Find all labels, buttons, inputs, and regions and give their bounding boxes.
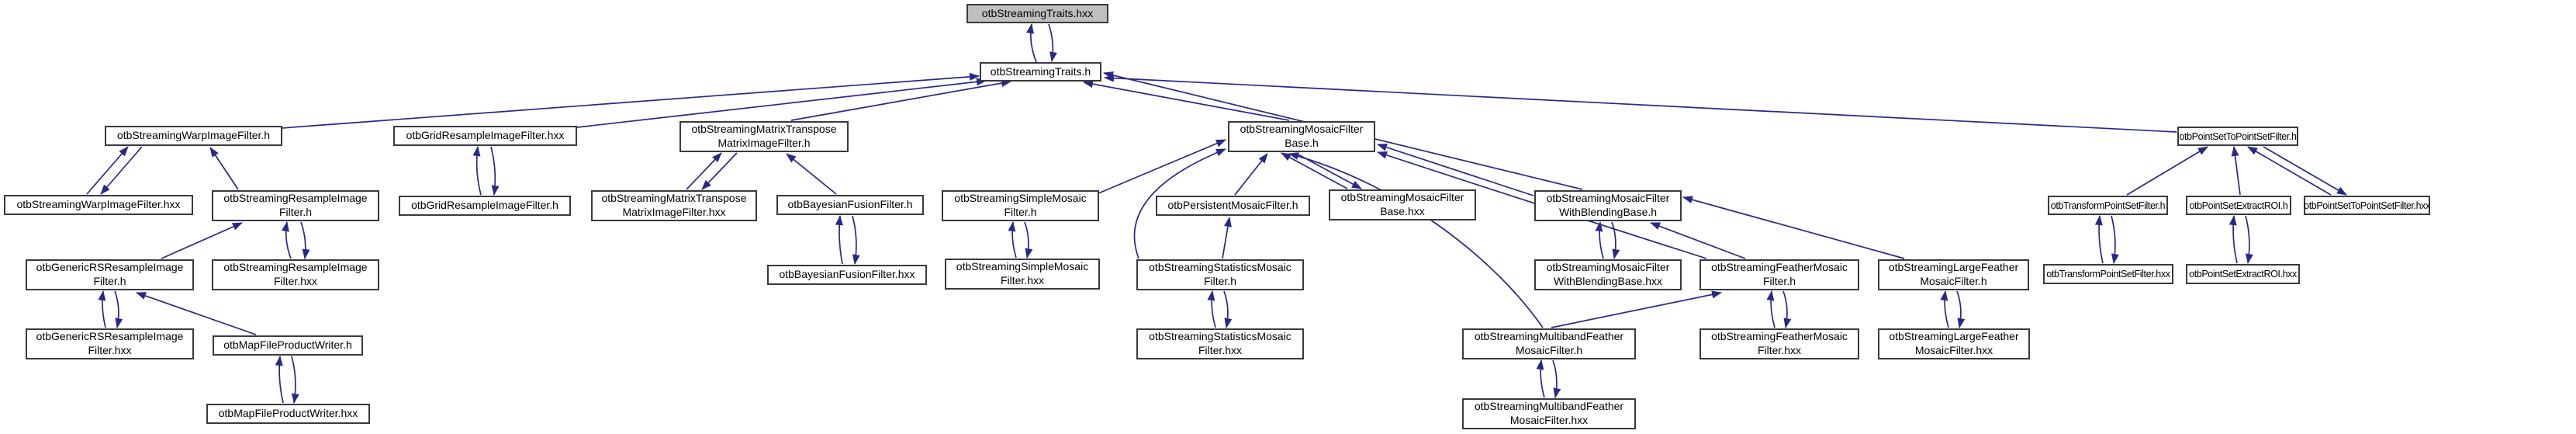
edge-statistics-hxx-to-statistics-h [1207,290,1216,328]
edge-pointset2pointset-h-to-pointset2pointset-hxx [2263,146,2347,196]
edge-multiband-h-to-feather-h [1551,290,1722,328]
edge-statistics-h-to-statistics-hxx [1223,290,1233,328]
edge-matrixtranspose-hxx-to-matrixtranspose-h [686,152,722,190]
node-persistent-h[interactable]: otbPersistentMosaicFilter.h [1156,196,1310,216]
node-multiband-h[interactable]: otbStreamingMultibandFeather MosaicFilte… [1462,328,1636,359]
node-statistics-h[interactable]: otbStreamingStatisticsMosaic Filter.h [1136,259,1304,290]
edge-multiband-h-to-mosaicbase-h [1288,152,1544,328]
edge-pointsetextractroi-hxx-to-pointsetextractroi-h [2228,215,2238,264]
node-genericrs-h[interactable]: otbGenericRSResampleImage Filter.h [26,259,194,290]
edge-bayesian-h-to-bayesian-hxx [852,215,860,265]
node-resample-hxx[interactable]: otbStreamingResampleImage Filter.hxx [212,259,379,290]
node-warp-hxx[interactable]: otbStreamingWarpImageFilter.hxx [4,195,193,215]
edge-bayesian-hxx-to-bayesian-h [835,215,843,265]
node-pointsetextractroi-h[interactable]: otbPointSetExtractROI.h [2186,196,2291,215]
node-pointset2pointset-h[interactable]: otbPointSetToPointSetFilter.h [2177,127,2298,146]
edge-gridresample-hxx-to-gridresample-h [490,146,500,196]
edge-withblending-hxx-to-withblending-h [1595,221,1604,259]
edge-persistent-h-to-mosaicbase-h [1234,153,1268,196]
edge-matrixtranspose-h-to-matrixtranspose-hxx [701,152,738,190]
edge-largefeather-h-to-withblending-h [1682,196,1905,259]
node-simplemosaic-h[interactable]: otbStreamingSimpleMosaic Filter.h [942,190,1099,221]
edge-resample-h-to-warp-h [209,147,239,190]
edge-mapfile-h-to-genericrs-h [136,292,257,335]
edge-mapfile-h-to-mapfile-hxx [291,356,299,404]
edge-largefeather-hxx-to-largefeather-h [1940,290,1949,328]
edge-feather-hxx-to-feather-h [1766,290,1776,328]
node-transformpointset-hxx[interactable]: otbTransformPointSetFilter.hxx [2043,264,2173,284]
node-pointset2pointset-hxx[interactable]: otbPointSetToPointSetFilter.hxx [2304,196,2430,215]
node-mapfile-hxx[interactable]: otbMapFileProductWriter.hxx [206,404,370,424]
node-simplemosaic-hxx[interactable]: otbStreamingSimpleMosaic Filter.hxx [945,259,1100,290]
node-feather-h[interactable]: otbStreamingFeatherMosaic Filter.h [1699,259,1859,290]
node-mosaicbase-h[interactable]: otbStreamingMosaicFilter Base.h [1228,121,1375,152]
edge-transformpointset-hxx-to-transformpointset-h [2094,215,2104,264]
edge-largefeather-h-to-largefeather-hxx [1956,290,1966,328]
node-matrixtranspose-h[interactable]: otbStreamingMatrixTranspose MatrixImageF… [679,121,849,152]
node-traits-h[interactable]: otbStreamingTraits.h [980,62,1101,82]
node-mosaicbase-hxx[interactable]: otbStreamingMosaicFilter Base.hxx [1329,189,1476,220]
node-traits-hxx[interactable]: otbStreamingTraits.hxx [966,4,1108,23]
edge-mosaicbase-hxx-to-mosaicbase-h [1281,152,1348,189]
node-bayesian-hxx[interactable]: otbBayesianFusionFilter.hxx [767,265,927,285]
edge-statistics-h-to-persistent-h [1222,217,1232,259]
edge-genericrs-hxx-to-genericrs-h [98,290,106,328]
edge-warp-h-to-warp-hxx [100,146,143,195]
node-multiband-hxx[interactable]: otbStreamingMultibandFeather MosaicFilte… [1462,398,1636,429]
edge-resample-hxx-to-resample-h [282,221,292,259]
edge-mapfile-hxx-to-mapfile-h [275,356,284,404]
edge-gridresample-hxx-to-traits-h [576,78,987,128]
edge-pointsetextractroi-h-to-pointset2pointset-h [2231,146,2241,196]
node-feather-hxx[interactable]: otbStreamingFeatherMosaic Filter.hxx [1699,328,1859,359]
edge-withblending-h-to-withblending-hxx [1611,221,1620,259]
edge-withblending-h-to-mosaicbase-h [1377,143,1534,196]
node-withblending-hxx[interactable]: otbStreamingMosaicFilter WithBlendingBas… [1534,259,1682,290]
node-bayesian-h[interactable]: otbBayesianFusionFilter.h [776,195,924,215]
edge-statistics-h-to-mosaicbase-h [1133,148,1226,259]
node-withblending-h[interactable]: otbStreamingMosaicFilter WithBlendingBas… [1534,190,1682,221]
edge-traits-h-to-traits-hxx [1026,23,1037,63]
edge-warp-hxx-to-warp-h [86,146,129,195]
edge-pointset2pointset-h-to-traits-h [1104,74,2177,133]
edge-warp-h-to-traits-h [281,72,980,129]
edge-bayesian-h-to-matrixtranspose-h [786,153,837,195]
node-genericrs-hxx[interactable]: otbGenericRSResampleImage Filter.hxx [26,328,194,359]
edge-matrixtranspose-h-to-traits-h [790,79,1011,121]
node-gridresample-h[interactable]: otbGridResampleImageFilter.h [399,196,571,216]
edge-feather-h-to-mosaicbase-h [1377,151,1707,259]
edge-genericrs-h-to-genericrs-hxx [114,290,123,328]
edge-transformpointset-h-to-transformpointset-hxx [2111,215,2119,264]
node-largefeather-hxx[interactable]: otbStreamingLargeFeather MosaicFilter.hx… [1878,328,2030,359]
edge-genericrs-h-to-resample-h [161,222,243,259]
node-gridresample-hxx[interactable]: otbGridResampleImageFilter.hxx [393,126,577,146]
node-mapfile-h[interactable]: otbMapFileProductWriter.h [213,335,363,356]
edge-simplemosaic-h-to-simplemosaic-hxx [1024,221,1033,259]
edge-multiband-hxx-to-multiband-h [1536,359,1545,398]
node-matrixtranspose-hxx[interactable]: otbStreamingMatrixTranspose MatrixImageF… [591,190,757,221]
node-warp-h[interactable]: otbStreamingWarpImageFilter.h [105,126,282,146]
edge-multiband-h-to-multiband-hxx [1552,359,1561,398]
edge-mosaicbase-h-to-traits-h [1083,80,1290,121]
edge-pointsetextractroi-h-to-pointsetextractroi-hxx [2245,215,2253,264]
node-resample-h[interactable]: otbStreamingResampleImage Filter.h [212,190,379,221]
edge-gridresample-h-to-gridresample-hxx [472,146,482,196]
node-statistics-hxx[interactable]: otbStreamingStatisticsMosaic Filter.hxx [1136,328,1304,359]
node-largefeather-h[interactable]: otbStreamingLargeFeather MosaicFilter.h [1878,259,2029,290]
edge-traits-hxx-to-traits-h [1048,23,1057,62]
edge-feather-h-to-withblending-h [1650,222,1746,259]
edge-transformpointset-h-to-pointset2pointset-h [2126,146,2208,196]
node-transformpointset-h[interactable]: otbTransformPointSetFilter.h [2048,196,2168,215]
edge-simplemosaic-h-to-mosaicbase-h [1098,139,1226,194]
edge-simplemosaic-hxx-to-simplemosaic-h [1008,221,1017,259]
node-pointsetextractroi-hxx[interactable]: otbPointSetExtractROI.hxx [2186,264,2300,284]
edge-resample-h-to-resample-hxx [300,221,310,259]
edge-feather-h-to-feather-hxx [1782,290,1792,328]
edge-pointset2pointset-hxx-to-pointset2pointset-h [2247,146,2332,196]
